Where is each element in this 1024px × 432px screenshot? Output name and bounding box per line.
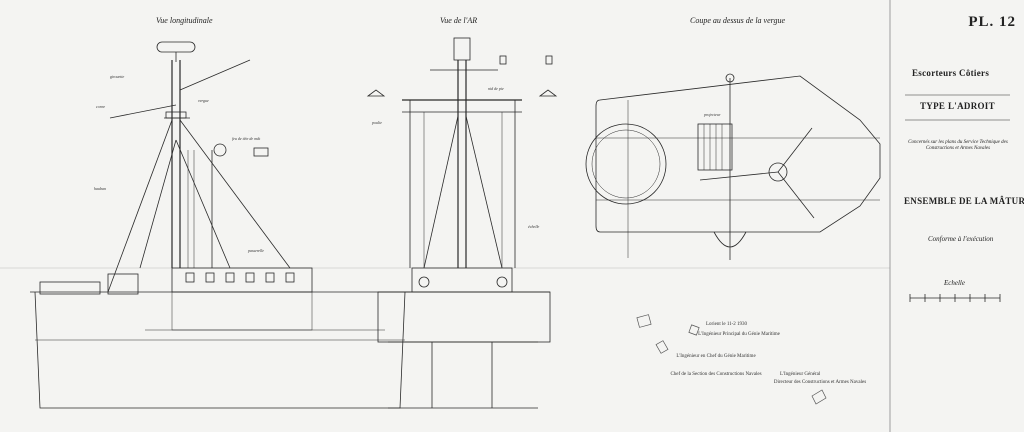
stamp-marks xyxy=(636,314,827,405)
longitudinal-view xyxy=(30,41,410,409)
section-view-title: Coupe au dessus de la vergue xyxy=(690,16,786,25)
scale-bar xyxy=(909,294,1001,302)
place-date: Lorient le 11-2 1930 xyxy=(706,322,748,327)
label-bridge: passerelle xyxy=(248,248,265,253)
label-block: poulie xyxy=(372,120,382,125)
label-projector: projecteur xyxy=(704,112,721,117)
label-mast-head: girouette xyxy=(110,74,125,79)
label-ladder: échelle xyxy=(528,224,540,229)
drawing-title: ENSEMBLE DE LA MÂTURE xyxy=(904,196,1024,206)
longitudinal-view-title: Vue longitudinale xyxy=(156,16,213,25)
label-crow-nest: nid de pie xyxy=(488,86,504,91)
conformity-note: Concernés sur les plans du Service Techn… xyxy=(908,140,1008,151)
status-note: Conforme à l'exécution xyxy=(928,235,994,243)
signature-engineer-chief: L'Ingénieur en Chef du Génie Maritime xyxy=(676,354,756,359)
signature-engineer-principal: L'Ingénieur Principal du Génie Maritime xyxy=(698,332,780,337)
front-view-title: Vue de l'AR xyxy=(440,16,478,25)
signature-engineer-general: L'Ingénieur Général xyxy=(780,372,821,377)
signature-section-chief: Chef de la Section des Constructions Nav… xyxy=(670,372,762,377)
signature-director: Directeur des Constructions et Armes Nav… xyxy=(773,380,867,385)
label-shroud: hauban xyxy=(94,186,106,191)
ship-class: Escorteurs Côtiers xyxy=(912,68,990,78)
scale-label: Echelle xyxy=(944,279,965,287)
section-view xyxy=(585,73,881,260)
label-gaff: corne xyxy=(96,104,106,109)
plate-number: PL. 12 xyxy=(968,14,1016,30)
label-lamp: feu de tête de mât xyxy=(232,136,261,141)
front-view xyxy=(366,37,558,409)
type-label: TYPE xyxy=(920,101,946,111)
ship-name: L'ADROIT xyxy=(948,101,995,111)
label-yard: vergue xyxy=(198,98,209,103)
